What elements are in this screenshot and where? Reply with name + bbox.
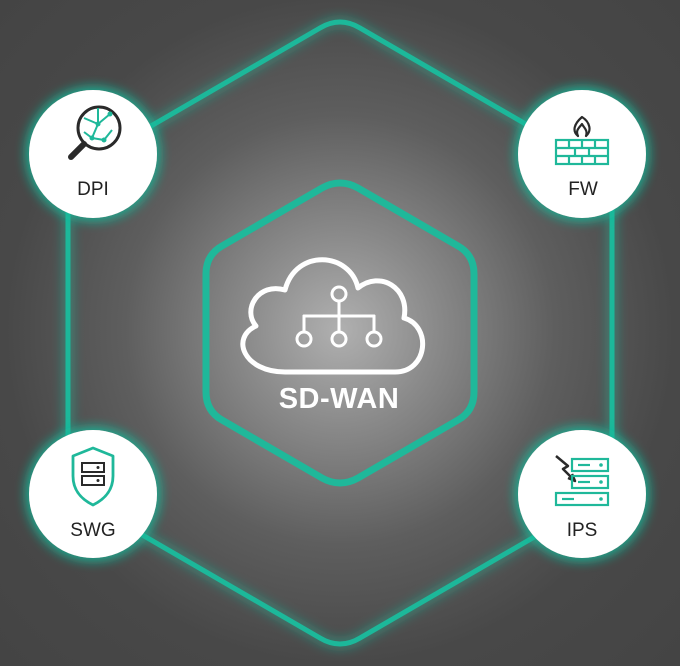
center-label: SD-WAN <box>279 383 400 415</box>
node-swg[interactable]: SWG <box>29 430 157 558</box>
node-label-dpi: DPI <box>77 179 109 200</box>
firewall-flame-icon <box>554 115 610 166</box>
node-label-fw: FW <box>568 179 598 200</box>
shield-server-icon <box>71 446 115 507</box>
server-alert-icon <box>554 455 610 507</box>
node-ips[interactable]: IPS <box>518 430 646 558</box>
node-label-ips: IPS <box>567 520 598 541</box>
node-label-swg: SWG <box>70 520 115 541</box>
node-fw[interactable]: FW <box>518 90 646 218</box>
node-dpi[interactable]: DPI <box>29 90 157 218</box>
magnifier-network-icon <box>68 105 122 160</box>
cloud-network-icon <box>240 257 426 375</box>
center-hexagon <box>202 179 478 487</box>
